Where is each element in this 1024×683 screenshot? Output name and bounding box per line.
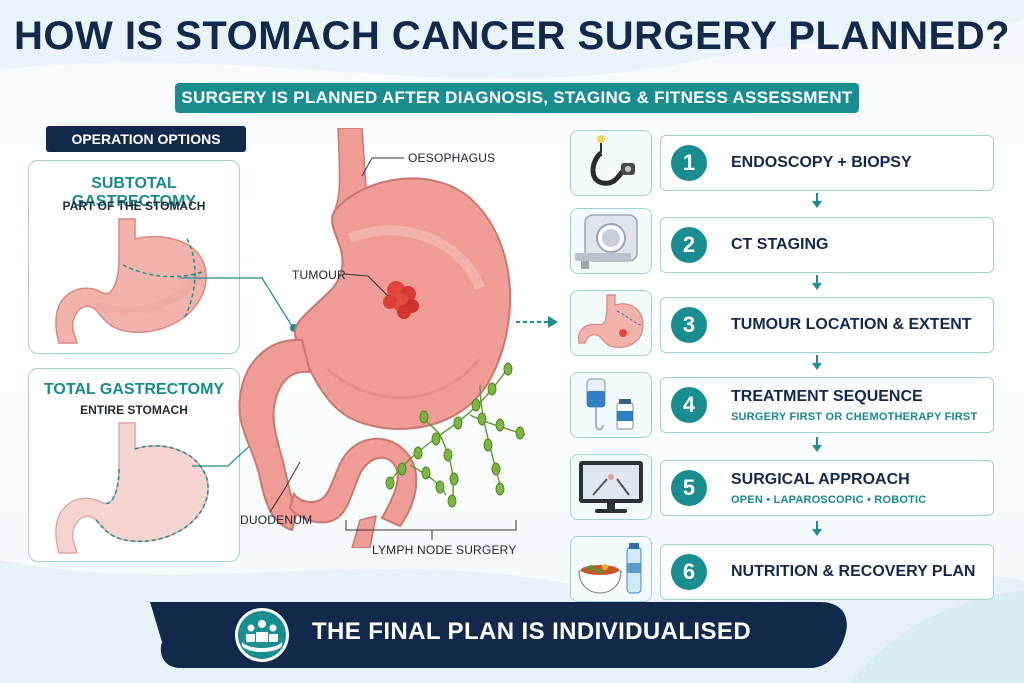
lymph-nodes <box>385 362 526 508</box>
step-number: 3 <box>671 307 707 343</box>
step-card-2: 2 CT STAGING <box>660 217 994 273</box>
option-description: ENTIRE STOMACH <box>80 403 188 417</box>
step-arrow-icon <box>812 521 822 536</box>
step-title: ENDOSCOPY + BIOPSY <box>731 154 912 171</box>
step-number: 5 <box>671 470 707 506</box>
subtotal-gastrectomy-card: SUBTOTAL GASTRECTOMY PART OF THE STOMACH <box>28 160 240 354</box>
operation-options-heading: OPERATION OPTIONS <box>46 126 246 152</box>
option-title: TOTAL GASTRECTOMY <box>43 381 225 398</box>
iv-drip-icon <box>586 378 634 431</box>
step-card-3: 3 TUMOUR LOCATION & EXTENT <box>660 297 994 353</box>
duodenum-label: DUODENUM <box>240 513 313 527</box>
step-number: 1 <box>671 145 707 181</box>
partial-stomach-icon <box>55 218 209 344</box>
footer-banner <box>150 602 847 668</box>
option-title: SUBTOTAL GASTRECTOMY <box>71 175 197 210</box>
lymph-node-surgery-label: LYMPH NODE SURGERY <box>372 543 517 557</box>
total-gastrectomy-card: TOTAL GASTRECTOMY ENTIRE STOMACH <box>28 368 240 562</box>
step-card-5: 5 SURGICAL APPROACH OPEN • LAPAROSCOPIC … <box>660 460 994 516</box>
step-arrow-icon <box>812 193 822 208</box>
step-title: CT STAGING <box>731 236 829 253</box>
step-number: 6 <box>671 554 707 590</box>
step-number: 4 <box>671 387 707 423</box>
step-card-4: 4 TREATMENT SEQUENCE SURGERY FIRST OR CH… <box>660 377 994 433</box>
step-arrow-icon <box>812 275 822 290</box>
step-icon-box-4 <box>570 372 652 438</box>
step-detail: OPEN • LAPAROSCOPIC • ROBOTIC <box>731 494 927 506</box>
care-team-icon <box>242 620 282 652</box>
endoscope-icon <box>590 135 635 186</box>
tumour-mark <box>383 281 419 319</box>
footer-message: THE FINAL PLAN IS INDIVIDUALISED <box>312 618 752 645</box>
nutrition-icon <box>578 543 642 594</box>
oesophagus-label: OESOPHAGUS <box>408 151 496 165</box>
step-title: SURGICAL APPROACH <box>731 471 910 488</box>
whole-stomach-icon <box>55 422 209 554</box>
step-card-6: 6 NUTRITION & RECOVERY PLAN <box>660 544 994 600</box>
step-title: TREATMENT SEQUENCE <box>731 388 923 405</box>
step-icon-box-3 <box>570 290 652 356</box>
option-description: PART OF THE STOMACH <box>62 199 206 213</box>
step-icon-box-1 <box>570 130 652 196</box>
ct-scanner-icon <box>575 214 638 269</box>
step-number: 2 <box>671 227 707 263</box>
step-title: NUTRITION & RECOVERY PLAN <box>731 563 976 580</box>
step-arrow-icon <box>812 355 822 370</box>
duodenum-shape <box>238 338 312 532</box>
stomach-tumour-icon <box>577 294 644 348</box>
step-icon-box-6 <box>570 536 652 602</box>
step-arrow-icon <box>812 437 822 452</box>
step-detail: SURGERY FIRST OR CHEMOTHERAPY FIRST <box>731 411 978 423</box>
step-title: TUMOUR LOCATION & EXTENT <box>731 316 972 333</box>
page-title: HOW IS STOMACH CANCER SURGERY PLANNED? <box>13 14 1011 58</box>
stomach-anatomy <box>238 128 512 548</box>
tumour-label: TUMOUR <box>292 268 346 282</box>
step-icon-box-5 <box>570 454 652 520</box>
surgical-monitor-icon <box>579 461 643 513</box>
step-card-1: 1 ENDOSCOPY + BIOPSY <box>660 135 994 191</box>
step-icon-box-2 <box>570 208 652 274</box>
subtitle-banner: SURGERY IS PLANNED AFTER DIAGNOSIS, STAG… <box>175 83 859 113</box>
